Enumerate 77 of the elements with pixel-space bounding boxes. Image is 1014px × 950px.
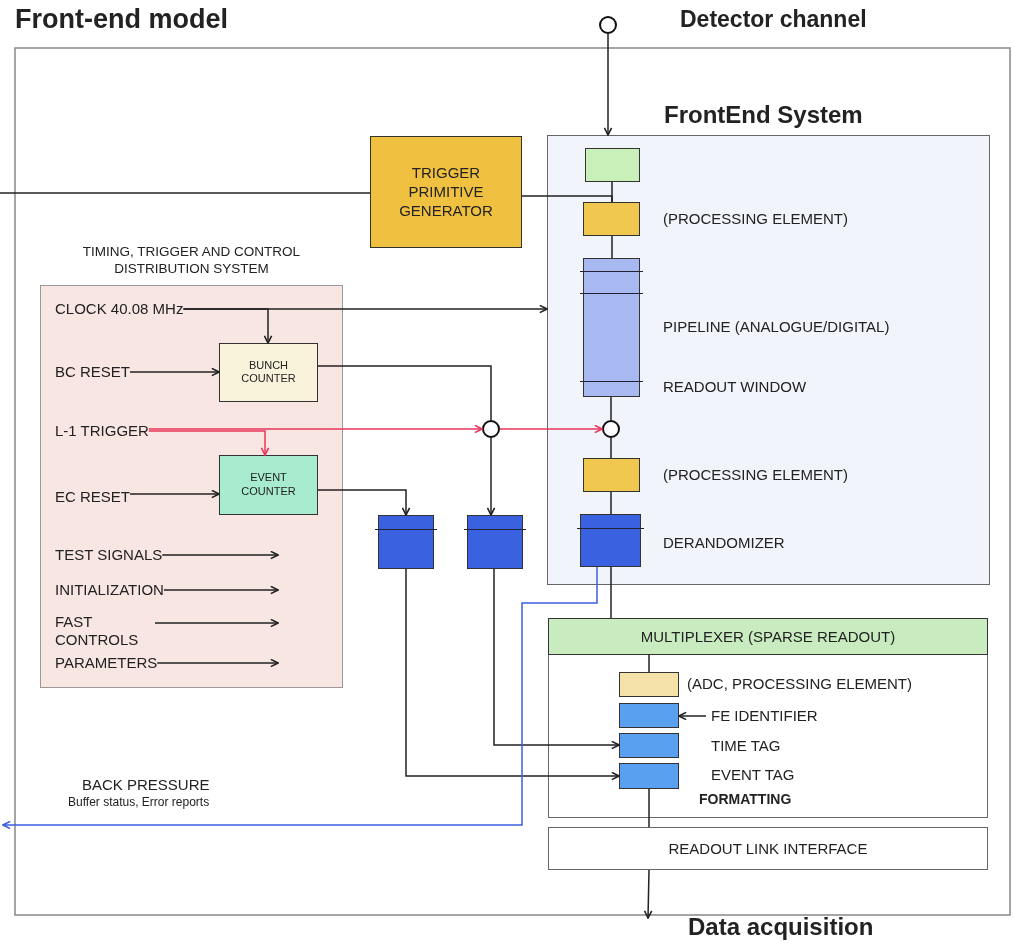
note-label: BACK PRESSURE <box>82 776 210 793</box>
buffer-box <box>580 514 641 567</box>
arrow <box>317 489 411 516</box>
signal-label: L-1 TRIGGER <box>55 422 149 440</box>
counter-box <box>219 455 318 515</box>
connector-line <box>648 788 650 828</box>
arrow <box>499 424 603 434</box>
arrow <box>182 308 273 344</box>
side-label: READOUT WINDOW <box>663 378 807 395</box>
tag-box <box>619 703 679 728</box>
side-label: EVENT TAG <box>711 766 795 783</box>
multiplexer-bar <box>548 618 988 655</box>
connector-line <box>648 654 650 673</box>
formatting-panel <box>548 618 988 818</box>
junction-circle <box>482 420 500 438</box>
arrow <box>156 658 279 668</box>
signal-label: CLOCK 40.08 MHz <box>55 300 184 318</box>
arrow <box>493 568 620 750</box>
arrow <box>643 869 653 919</box>
arrow <box>405 568 620 781</box>
side-label: PIPELINE (ANALOGUE/DIGITAL) <box>663 318 890 335</box>
generator-box <box>370 136 522 248</box>
side-label: FE IDENTIFIER <box>711 707 818 724</box>
side-label: Detector channel <box>680 6 867 33</box>
buffer-box <box>467 515 523 569</box>
signal-label: PARAMETERS <box>55 654 158 672</box>
signal-label: TEST SIGNALS <box>55 546 163 564</box>
register-box <box>585 148 640 182</box>
connector-line <box>610 491 612 515</box>
processing-box <box>583 202 640 236</box>
signal-label: FAST CONTROLS <box>55 613 155 649</box>
side-label: (PROCESSING ELEMENT) <box>663 210 849 227</box>
junction-circle <box>602 420 620 438</box>
arrow <box>163 585 279 595</box>
box-label: BUNCH COUNTER <box>240 358 297 387</box>
side-label: TIME TAG <box>711 737 781 754</box>
side-label: (ADC, PROCESSING ELEMENT) <box>687 675 913 692</box>
section-label: FORMATTING <box>699 791 792 809</box>
arrow <box>154 618 279 628</box>
side-label: DERANDOMIZER <box>663 534 785 551</box>
connector-line <box>610 566 612 619</box>
box-label: TRIGGER PRIMITIVE GENERATOR <box>398 163 494 221</box>
connector-line <box>0 192 371 194</box>
arrow <box>129 489 220 499</box>
arrow <box>129 367 220 377</box>
tag-box <box>619 733 679 758</box>
section-heading: TIMING, TRIGGER AND CONTROL DISTRIBUTION SYSTEM <box>81 244 302 278</box>
arrow <box>486 437 496 516</box>
connector-line <box>610 396 612 421</box>
signal-label: BC RESET <box>55 363 130 381</box>
section-heading: FrontEnd System <box>664 100 863 130</box>
counter-box <box>219 343 318 402</box>
connector-line <box>521 195 613 203</box>
box-label: READOUT LINK INTERFACE <box>667 839 869 858</box>
processing-box <box>583 458 640 492</box>
input-circle <box>599 16 617 34</box>
processing-box <box>619 672 679 697</box>
signal-label: INITIALIZATION <box>55 581 164 599</box>
buffer-box <box>378 515 434 569</box>
arrow <box>603 33 613 136</box>
note-label: Buffer status, Error reports <box>68 795 210 809</box>
diagram-title: Front-end model <box>15 4 228 35</box>
arrow <box>2 566 598 830</box>
arrow <box>148 424 483 434</box>
connector-line <box>611 235 613 259</box>
arrow <box>148 430 270 456</box>
connector-line <box>610 437 612 459</box>
interface-box <box>548 827 988 870</box>
arrow <box>678 711 707 721</box>
connector-line <box>317 365 492 421</box>
box-label: EVENT COUNTER <box>240 471 297 499</box>
side-label: (PROCESSING ELEMENT) <box>663 466 849 483</box>
pipeline-box <box>583 258 640 397</box>
signal-label: EC RESET <box>55 488 130 506</box>
box-label: MULTIPLEXER (SPARSE READOUT) <box>639 627 897 646</box>
arrow <box>161 550 279 560</box>
tag-box <box>619 763 679 789</box>
